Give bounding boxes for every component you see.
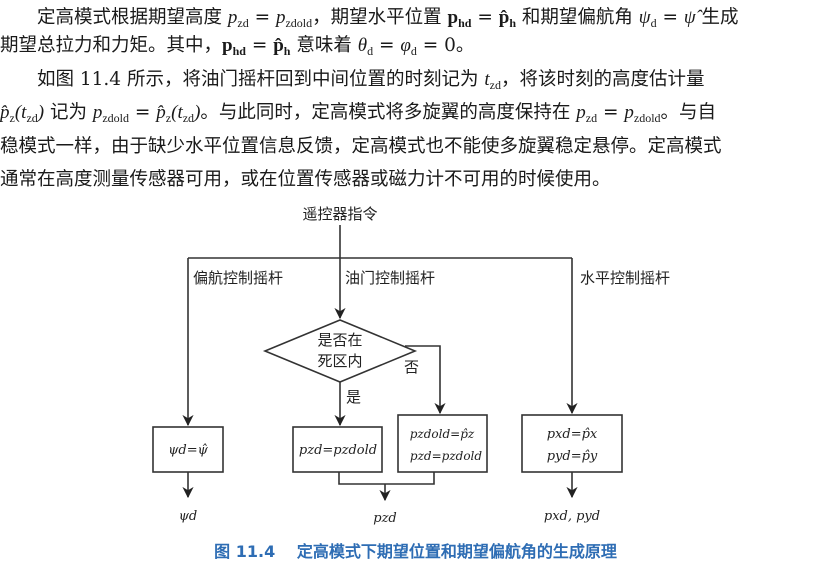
math-symbol: pzdold [624,102,661,125]
text-run: 记为 [44,102,93,123]
math-symbol: p̂h [498,7,517,30]
decision-text: 死区内 [317,352,362,370]
text-line: 期望总拉力和力矩。其中，phd = p̂h 意味着 θd = φd = 0。 [0,34,474,63]
figure-caption: 图 11.4 定高模式下期望位置和期望偏航角的生成原理 [0,538,831,562]
text-run: = 0。 [416,35,475,56]
text-line: p̂z(tzd) 记为 pzdold = p̂z(tzd)。与此同时，定高模式将… [0,101,716,130]
math-symbol: (t [171,102,183,123]
flowchart-diagram: 遥控器指令 偏航控制摇杆 油门控制摇杆 水平控制摇杆 是否在 死区内 否 是 ψ… [152,205,670,526]
text-line: 通常在高度测量传感器可用，或在位置传感器或磁力计不可用的时候使用。 [0,168,611,192]
text-run: 意味着 [290,35,358,56]
text-run: = [471,7,499,28]
no-label: 否 [404,358,419,376]
horizontal-box-text: pxd=p̂x [547,427,598,442]
horizontal-output: pxd, pyd [544,509,600,524]
text-run: = [245,35,274,56]
math-symbol: θd [357,35,374,58]
math-symbol: pzd [576,102,598,125]
arrow [405,345,446,415]
yes-label: 是 [346,388,361,406]
decision-text: 是否在 [317,331,362,349]
text-run: 稳模式一样，由于缺少水平位置信息反馈，定高模式也不能使多旋翼稳定悬停。定高模式 [0,136,722,157]
text-run: 。与此同时，定高模式将多旋翼的高度保持在 [200,102,577,123]
math-symbol: p̂h [273,35,291,58]
math-symbol: pzdold [275,7,313,30]
update-box-text: pzdold=p̂z [410,427,475,441]
math-symbol: p̂z [156,102,172,125]
math-symbol: ) [37,102,45,123]
text-line: 如图 11.4 所示，将油门摇杆回到中间位置的时刻记为 tzd，将该时刻的高度估… [0,68,704,97]
hold-box [292,426,383,473]
math-symbol: tzd [484,69,501,92]
text-run: = [656,7,684,28]
yaw-box-text: ψd=ψ̂ [168,443,208,458]
hold-box-text: pzd=pzdold [299,443,377,458]
math-symbol: zd [182,111,195,125]
yaw-output: ψd [179,509,198,524]
math-symbol: (t [14,102,27,123]
math-symbol: pzd [227,7,249,30]
math-symbol: ψd [638,7,657,30]
math-symbol: ) [194,102,201,123]
throttle-stick-label: 油门控制摇杆 [345,269,435,287]
text-run: 生成 [695,7,739,28]
math-symbol: phd [222,35,246,58]
text-run: 期望总拉力和力矩。其中， [0,35,223,56]
text-run: 定高模式根据期望高度 [0,7,228,28]
math-symbol: phd [447,7,472,30]
text-run: = [373,35,401,56]
top-label: 遥控器指令 [302,205,377,223]
math-symbol: pzdold [92,102,130,125]
connector [338,472,435,485]
text-run: 通常在高度测量传感器可用，或在位置传感器或磁力计不可用的时候使用。 [0,169,611,190]
math-symbol: zd [26,111,38,125]
horizontal-stick-label: 水平控制摇杆 [580,269,670,287]
update-box-text: pzd=pzdold [410,449,482,463]
figure-title: 定高模式下期望位置和期望偏航角的生成原理 [296,542,617,561]
text-run: ，将该时刻的高度估计量 [500,69,705,90]
text-run: 。与自 [660,102,717,123]
text-run: = [248,7,276,28]
text-run: ，期望水平位置 [312,7,448,28]
text-run: = [597,102,625,123]
decision-diamond [262,319,418,383]
text-run: 和期望偏航角 [516,7,639,28]
figure-number: 图 11.4 [214,542,276,561]
altitude-output: pzd [373,511,397,526]
update-box [397,414,488,473]
math-symbol: φd [400,35,417,58]
text-run: = [129,102,157,123]
text-line: 稳模式一样，由于缺少水平位置信息反馈，定高模式也不能使多旋翼稳定悬停。定高模式 [0,135,722,159]
horizontal-box-text: pyd=p̂y [547,449,598,464]
math-symbol: p̂z [0,102,15,125]
math-symbol: ψ̂ [683,7,696,28]
text-line: 定高模式根据期望高度 pzd = pzdold，期望水平位置 phd = p̂h… [0,6,739,35]
yaw-stick-label: 偏航控制摇杆 [193,269,283,287]
text-run: 如图 11.4 所示，将油门摇杆回到中间位置的时刻记为 [0,69,485,90]
